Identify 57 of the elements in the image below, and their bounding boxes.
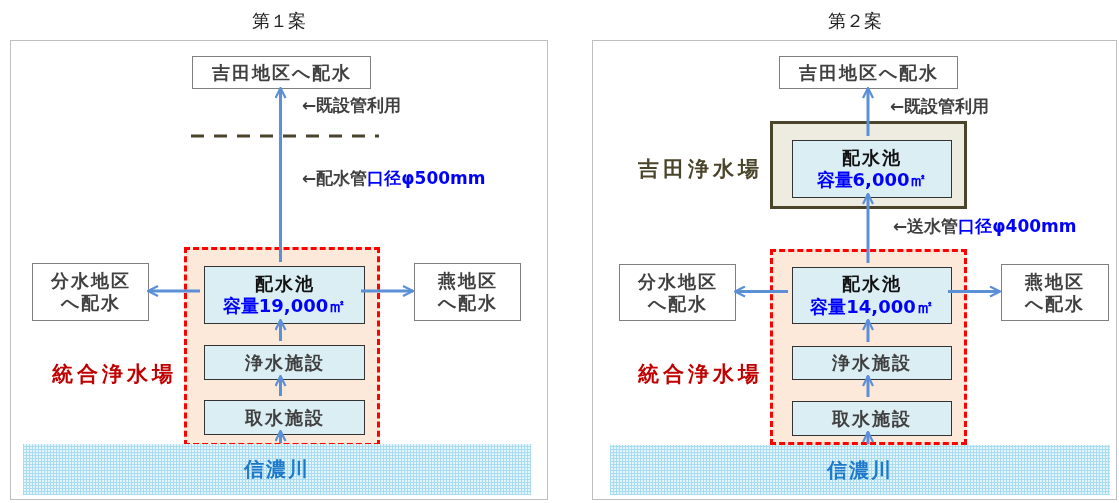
- panel-title: 第１案: [251, 9, 307, 33]
- arrow: [274, 318, 287, 341]
- destination-name: 分水地区へ配水: [49, 270, 132, 314]
- facility-box: [204, 345, 365, 380]
- plant-label: 統合浄水場: [52, 361, 177, 388]
- arrow: [733, 285, 788, 298]
- arrow: [361, 284, 415, 298]
- destination-name: 分水地区へ配水: [636, 270, 719, 315]
- reservoir-name: 配水池: [842, 146, 902, 169]
- arrow: [861, 86, 875, 136]
- capacity-text: 容量6,000㎡: [816, 169, 928, 192]
- destination-name: 吉田地区へ配水: [798, 61, 939, 84]
- facility-name: 取水施設: [832, 407, 912, 430]
- capacity-text: 容量19,000㎡: [222, 295, 347, 318]
- panel-title: 第２案: [826, 9, 883, 33]
- arrow: [861, 318, 875, 342]
- river-band: [610, 445, 1110, 495]
- destination-name: 燕地区へ配水: [436, 270, 499, 314]
- pipe-note: ←送水管: [893, 214, 959, 238]
- reservoir-box: [792, 140, 952, 198]
- reservoir-name: 配水池: [254, 272, 315, 295]
- river-band: [23, 444, 531, 495]
- destination-box: [779, 56, 958, 89]
- facility-box: [204, 400, 365, 435]
- destination-box: [1001, 264, 1109, 321]
- arrow: [948, 285, 1002, 298]
- reservoir-box: [792, 267, 952, 324]
- plant-label: 統合浄水場: [638, 361, 763, 388]
- destination-box: [414, 263, 521, 321]
- arrow: [274, 374, 287, 396]
- arrow: [274, 429, 287, 443]
- reservoir-name: 配水池: [842, 273, 902, 296]
- arrow: [861, 430, 875, 444]
- facility-name: 浄水施設: [244, 351, 325, 374]
- river-name: 信濃川: [244, 456, 310, 483]
- arrow: [146, 284, 200, 298]
- destination-box: [192, 56, 371, 89]
- pipe-diameter-label: 口径φ400mm: [958, 214, 1077, 238]
- facility-box: [792, 346, 952, 380]
- pipe-note: ←既設管利用: [302, 93, 402, 117]
- arrow: [861, 192, 875, 263]
- facility-box: [792, 401, 952, 436]
- pipe-note: ←配水管: [302, 166, 368, 190]
- pipe-diameter-label: 口径φ500mm: [367, 166, 486, 190]
- arrow: [274, 86, 287, 262]
- plant-label: 吉田浄水場: [638, 156, 763, 183]
- capacity-text: 容量14,000㎡: [810, 295, 934, 318]
- river-name: 信濃川: [827, 456, 893, 484]
- pipe-note: ←既設管利用: [890, 94, 990, 118]
- destination-box: [619, 264, 736, 321]
- arrow: [861, 374, 875, 397]
- facility-name: 浄水施設: [832, 352, 912, 374]
- destination-box: [32, 263, 149, 321]
- destination-name: 吉田地区へ配水: [211, 61, 352, 84]
- reservoir-box: [204, 266, 365, 324]
- destination-name: 燕地区へ配水: [1023, 270, 1086, 315]
- facility-name: 取水施設: [244, 406, 325, 429]
